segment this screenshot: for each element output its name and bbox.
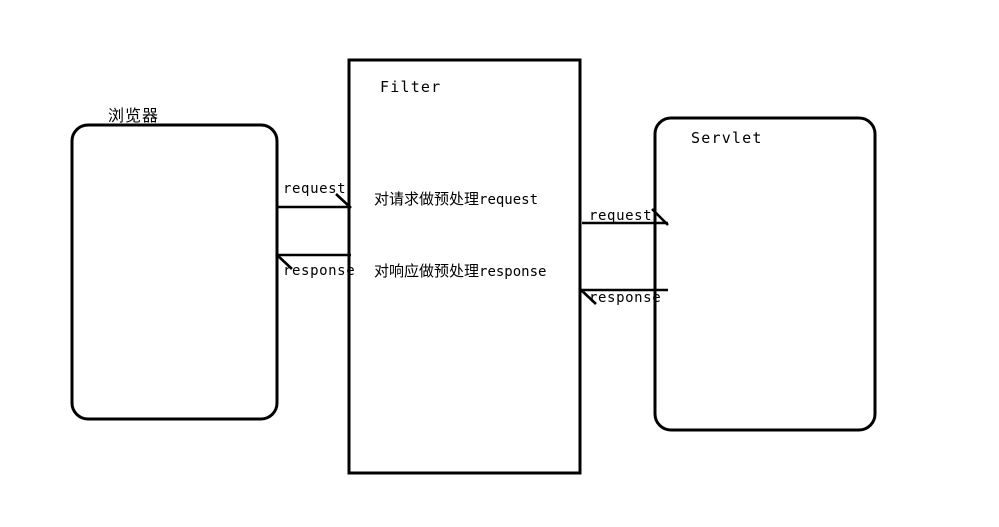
servlet-title: Servlet [691,129,763,147]
edge-filter-to-servlet-request-arrowhead [651,208,669,226]
edge-browser-to-filter-request-arrowhead [335,193,352,209]
edge-label-browser-to-filter-request: request [283,181,347,197]
filter-note-response-mono: response [479,264,547,280]
browser-title: 浏览器 [108,106,160,125]
edge-label-servlet-to-filter-response: response [589,290,662,306]
filter-note-request-mono: request [479,192,539,208]
filter-note-request-cjk: 对请求做预处理 [374,190,480,208]
filter-title: Filter [380,78,442,96]
filter-note-response-cjk: 对响应做预处理 [374,262,480,280]
filter-note-response: 对响应做预处理response [374,262,547,280]
filter-box[interactable] [347,58,582,475]
filter-note-request: 对请求做预处理request [374,190,539,208]
edge-filter-to-browser-response-arrowhead [275,253,293,270]
edge-label-filter-to-browser-response: response [283,263,356,279]
edge-servlet-to-filter-response-arrowhead [579,288,597,305]
edge-label-filter-to-servlet-request: request [589,208,653,224]
browser-box[interactable] [70,123,279,421]
servlet-box[interactable] [653,116,877,432]
